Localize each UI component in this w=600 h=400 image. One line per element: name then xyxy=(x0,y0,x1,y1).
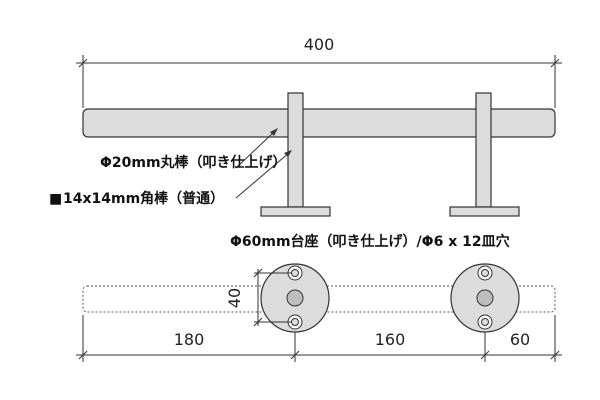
leader-arrow-square-bar xyxy=(284,150,292,157)
overall-length-dimension xyxy=(76,55,562,108)
mount-height-value: 40 xyxy=(225,288,244,308)
base-label: Φ60mm台座（叩き仕上げ）/Φ6 x 12皿穴 xyxy=(230,233,510,250)
center-hole-icon xyxy=(476,289,494,307)
square-post-left xyxy=(287,92,304,208)
left-offset-value: 180 xyxy=(174,330,205,349)
base-disc-left xyxy=(260,263,330,333)
right-offset-value: 60 xyxy=(510,330,530,349)
mount-height-dimension xyxy=(253,268,292,327)
center-hole-icon xyxy=(286,289,304,307)
base-disc-right xyxy=(450,263,520,333)
base-plate-left xyxy=(260,206,331,217)
overall-length-value: 400 xyxy=(304,35,335,54)
round-bar-side-view xyxy=(82,108,556,138)
bottom-dimensions xyxy=(76,315,562,362)
leader-lines xyxy=(235,129,291,199)
square-bar-marker: ■ xyxy=(49,191,62,207)
base-plate-right xyxy=(449,206,520,217)
square-bar-label: 14x14mm角棒（普通） xyxy=(63,190,224,207)
square-post-right xyxy=(475,92,492,208)
leader-arrow-round-bar xyxy=(270,128,278,136)
round-bar-label: Φ20mm丸棒（叩き仕上げ） xyxy=(100,154,287,171)
spacing-value: 160 xyxy=(375,330,406,349)
